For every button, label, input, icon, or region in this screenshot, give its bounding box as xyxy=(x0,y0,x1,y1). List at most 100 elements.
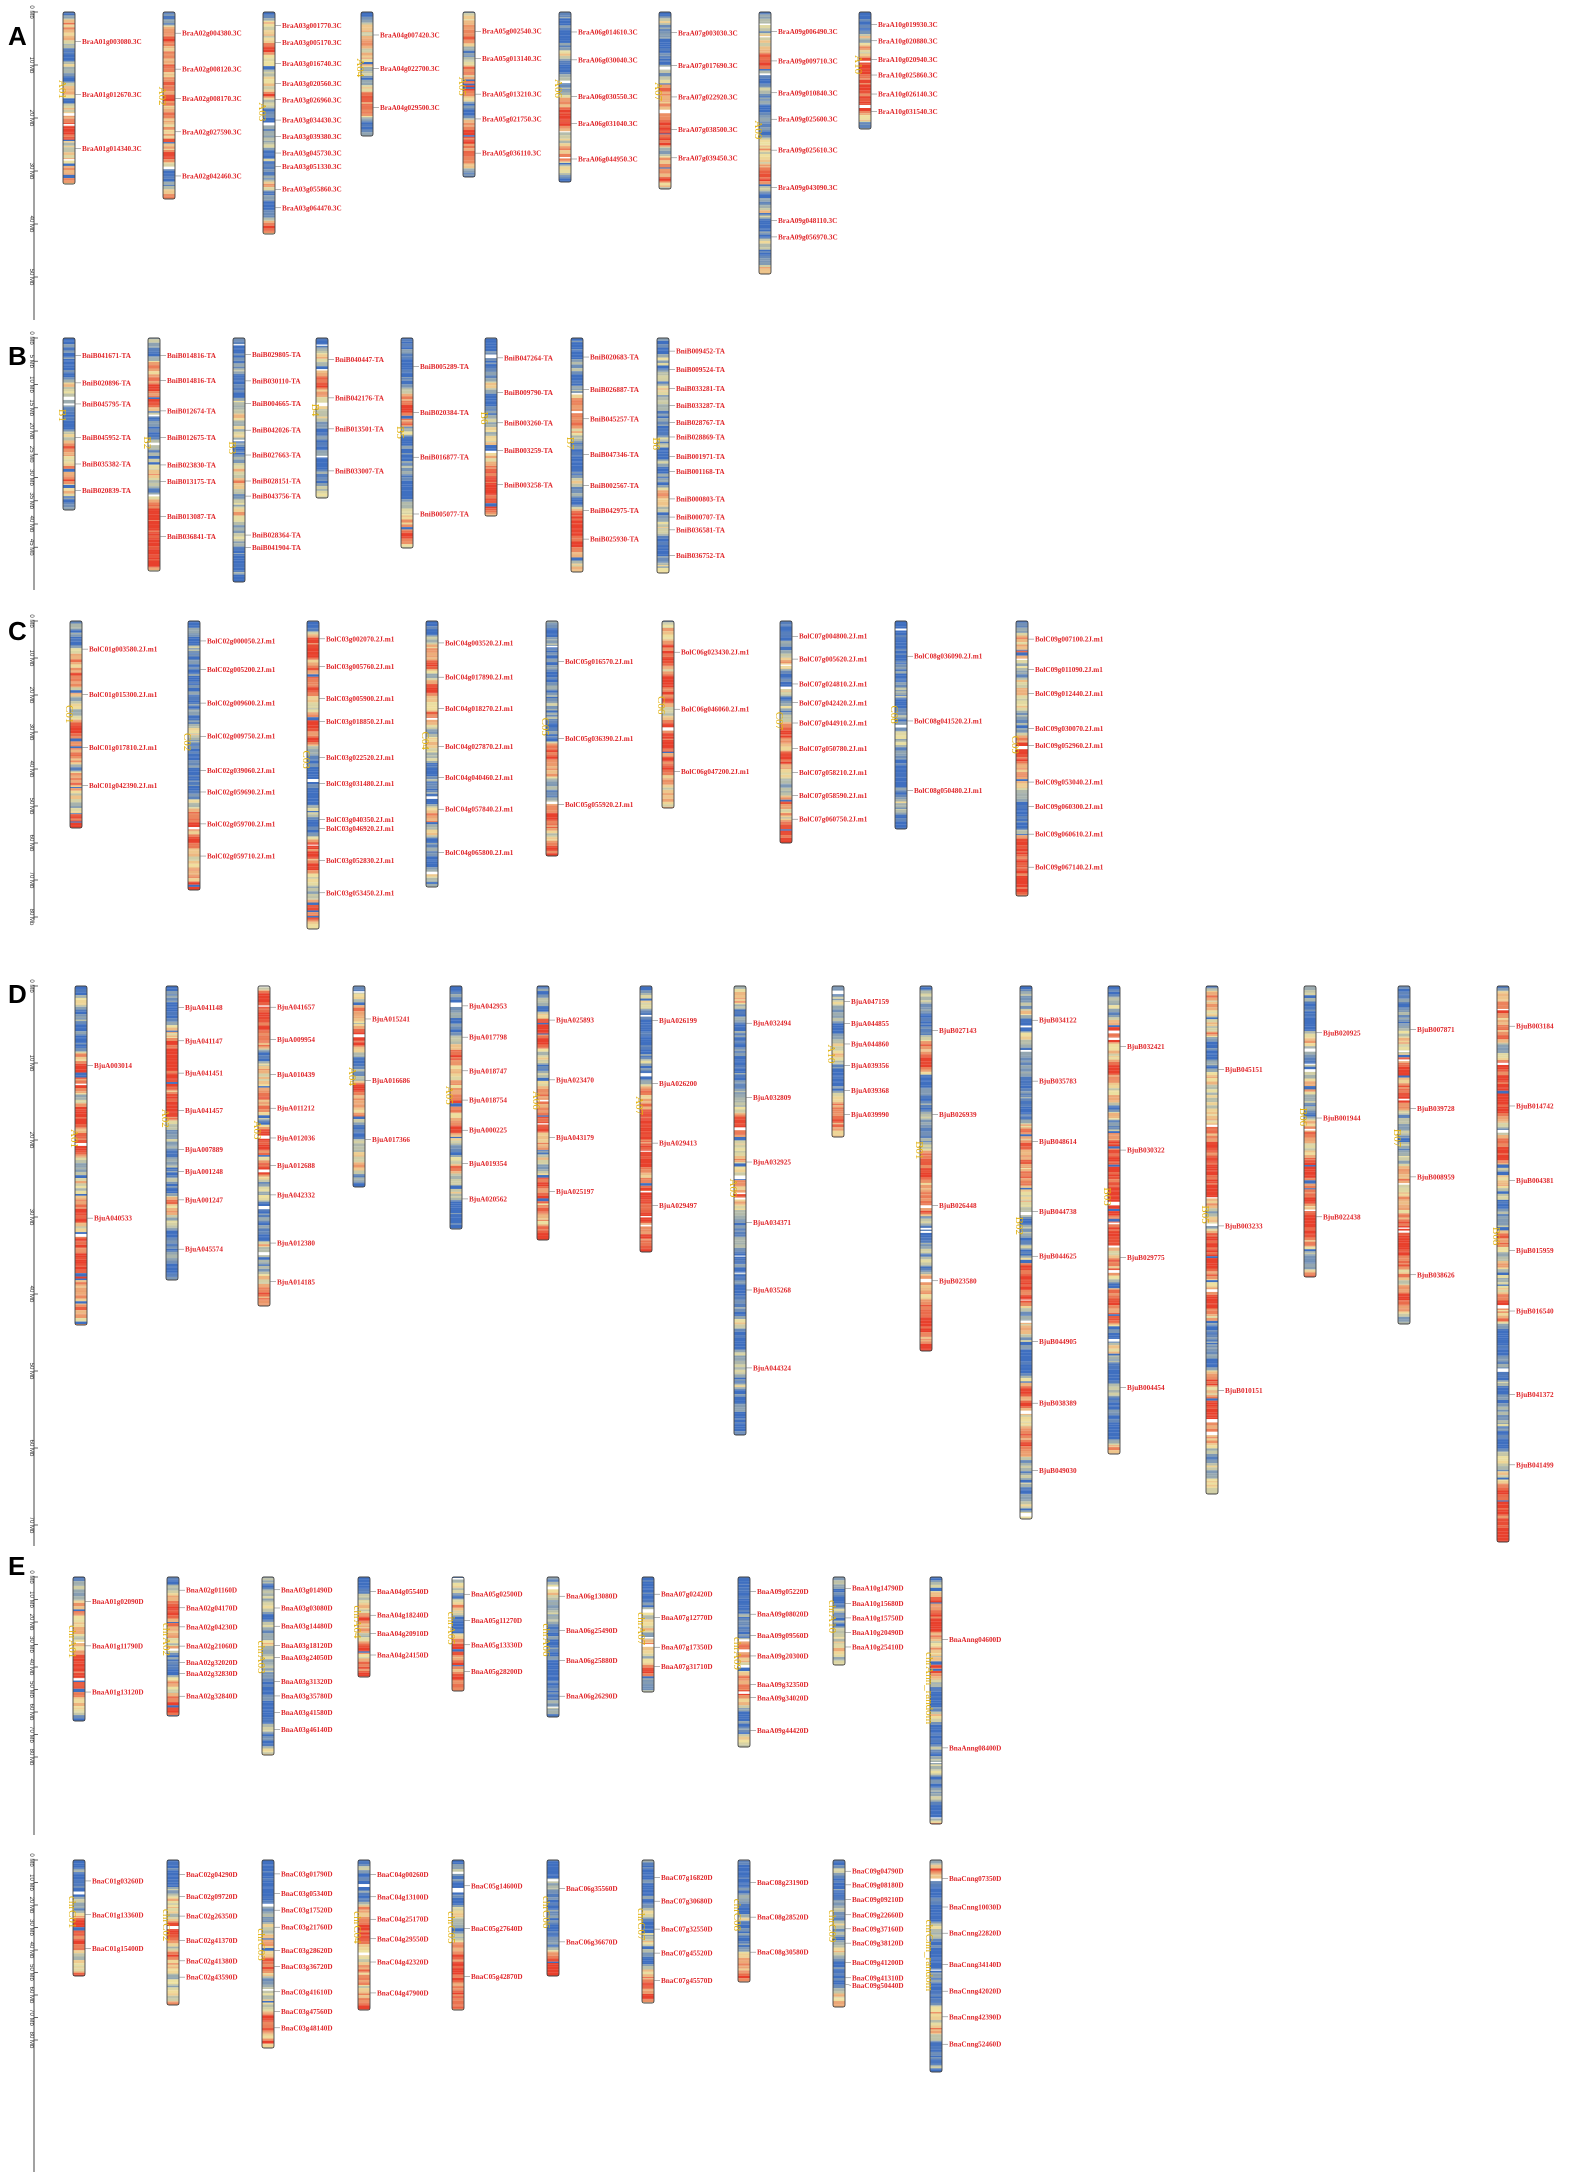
density-band xyxy=(258,986,270,988)
gene-label: BolC08g050480.2J.m1 xyxy=(914,787,983,795)
density-band xyxy=(63,134,75,137)
density-band xyxy=(258,987,270,990)
density-band xyxy=(63,446,75,449)
density-band xyxy=(662,769,674,773)
density-band xyxy=(148,391,160,394)
density-band xyxy=(920,1278,932,1283)
gene-label: BjuA015241 xyxy=(372,1015,410,1023)
density-band xyxy=(463,61,475,65)
density-band xyxy=(450,1214,462,1218)
gene-label: BraA09g043090.3C xyxy=(778,184,838,192)
density-band xyxy=(258,1040,270,1042)
density-band xyxy=(734,1230,746,1232)
density-band xyxy=(307,720,319,722)
density-band xyxy=(640,1209,652,1213)
density-band xyxy=(1206,1188,1218,1192)
density-band xyxy=(662,676,674,680)
density-band xyxy=(734,1308,746,1312)
density-band xyxy=(657,443,669,445)
density-band xyxy=(166,1237,178,1241)
chromosome-outline xyxy=(462,11,476,178)
density-band xyxy=(559,60,571,63)
density-band xyxy=(75,1042,87,1044)
density-band xyxy=(537,1149,549,1151)
density-band xyxy=(163,60,175,64)
density-band xyxy=(546,720,558,724)
density-band xyxy=(485,479,497,482)
density-band xyxy=(1108,1245,1120,1248)
density-band xyxy=(75,1219,87,1222)
density-band xyxy=(780,831,792,836)
density-band xyxy=(920,1229,932,1232)
density-band xyxy=(463,39,475,43)
density-band xyxy=(166,1117,178,1120)
density-band xyxy=(657,562,669,564)
density-band xyxy=(361,62,373,65)
density-band xyxy=(659,21,671,24)
density-band xyxy=(571,433,583,436)
density-band xyxy=(1020,1027,1032,1030)
density-band xyxy=(640,1192,652,1196)
density-band xyxy=(163,68,175,73)
density-band xyxy=(734,1299,746,1301)
density-band xyxy=(659,150,671,155)
density-band xyxy=(1108,1255,1120,1259)
density-band xyxy=(233,444,245,447)
gene-label: BjuA041147 xyxy=(185,1037,223,1045)
density-band xyxy=(450,1171,462,1174)
chromosome-C-C08: C08BolC08g036090.2J.m1BolC08g041520.2J.m… xyxy=(888,620,983,830)
density-band xyxy=(1108,1446,1120,1448)
gene-label: BraA07g022920.3C xyxy=(678,93,738,101)
density-band xyxy=(895,809,907,810)
density-band xyxy=(263,179,275,182)
density-band xyxy=(920,989,932,991)
density-band xyxy=(307,702,319,705)
density-band xyxy=(463,27,475,30)
density-band xyxy=(258,1046,270,1049)
density-band xyxy=(759,103,771,105)
density-band xyxy=(233,402,245,406)
density-band xyxy=(163,20,175,24)
gene-label: BniB013501-TA xyxy=(335,425,385,433)
density-band xyxy=(163,51,175,54)
density-band xyxy=(148,411,160,413)
density-band xyxy=(546,724,558,728)
density-band xyxy=(640,1173,652,1176)
density-band xyxy=(1206,1133,1218,1136)
density-band xyxy=(657,401,669,405)
density-band xyxy=(63,44,75,49)
density-band xyxy=(307,798,319,802)
density-band xyxy=(148,520,160,525)
density-band xyxy=(188,878,200,882)
density-band xyxy=(316,416,328,419)
density-band xyxy=(537,1040,549,1043)
density-band xyxy=(662,734,674,737)
density-band xyxy=(559,42,571,46)
density-band xyxy=(1020,1382,1032,1387)
density-band xyxy=(734,1416,746,1419)
density-band xyxy=(1020,1225,1032,1228)
density-band xyxy=(75,1065,87,1070)
density-band xyxy=(307,621,319,622)
density-band xyxy=(571,465,583,469)
density-band xyxy=(657,418,669,422)
density-band xyxy=(559,115,571,119)
density-band xyxy=(166,1178,178,1182)
density-band xyxy=(759,193,771,195)
density-band xyxy=(463,59,475,61)
density-band xyxy=(188,715,200,719)
density-band xyxy=(859,48,871,51)
density-band xyxy=(258,1120,270,1123)
density-band xyxy=(1020,1451,1032,1454)
density-band xyxy=(63,29,75,33)
density-band xyxy=(1108,1363,1120,1366)
density-band xyxy=(361,88,373,92)
density-band xyxy=(63,109,75,113)
density-band xyxy=(166,1208,178,1211)
density-band xyxy=(148,546,160,550)
density-band xyxy=(1020,1156,1032,1159)
density-band xyxy=(1016,692,1028,696)
chromosome-B-B5: B5BniB005289-TABniB020384-TABniB016877-T… xyxy=(394,337,470,549)
density-band xyxy=(657,466,669,469)
density-band xyxy=(166,1215,178,1218)
